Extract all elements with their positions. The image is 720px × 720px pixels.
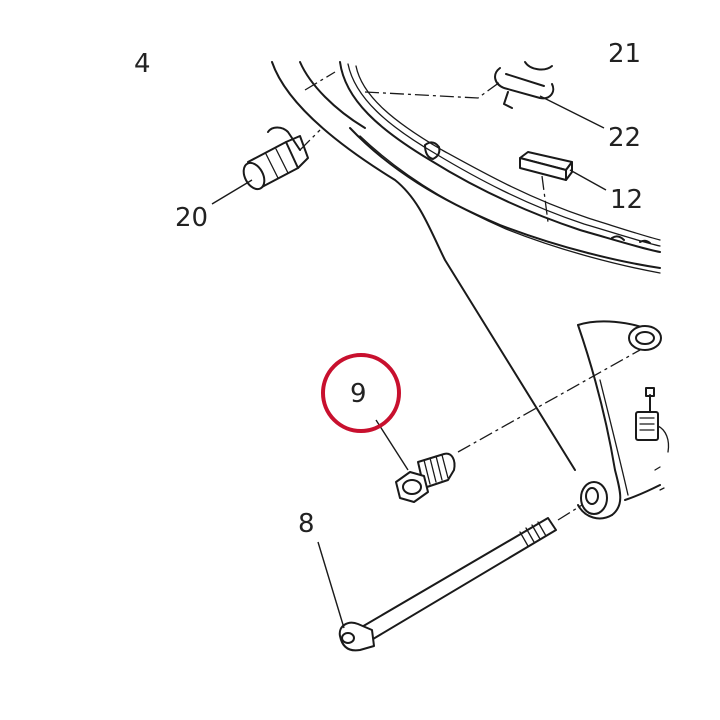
leader-lines: [211, 95, 607, 629]
bushing-ring: [628, 325, 662, 351]
electrical-connector: [635, 411, 659, 441]
part-22-clip: [494, 61, 555, 109]
part-label-22: 22: [608, 123, 641, 153]
part-9-highlight-circle: [321, 353, 401, 433]
assembly-centerlines: [299, 71, 641, 521]
part-12-block: [519, 151, 573, 181]
pivot-boss: [580, 481, 608, 515]
part-label-8: 8: [298, 509, 315, 539]
part-label-9: 9: [350, 379, 367, 409]
part-8-through-bolt: [338, 517, 557, 652]
part-label-12: 12: [610, 185, 643, 215]
part-label-4: 4: [134, 49, 151, 79]
part-9-flange-bolt: [395, 452, 456, 503]
frame-body: [271, 61, 670, 520]
part-20-plug: [242, 126, 309, 191]
part-label-21: 21: [608, 39, 641, 69]
part-label-20: 20: [175, 203, 208, 233]
